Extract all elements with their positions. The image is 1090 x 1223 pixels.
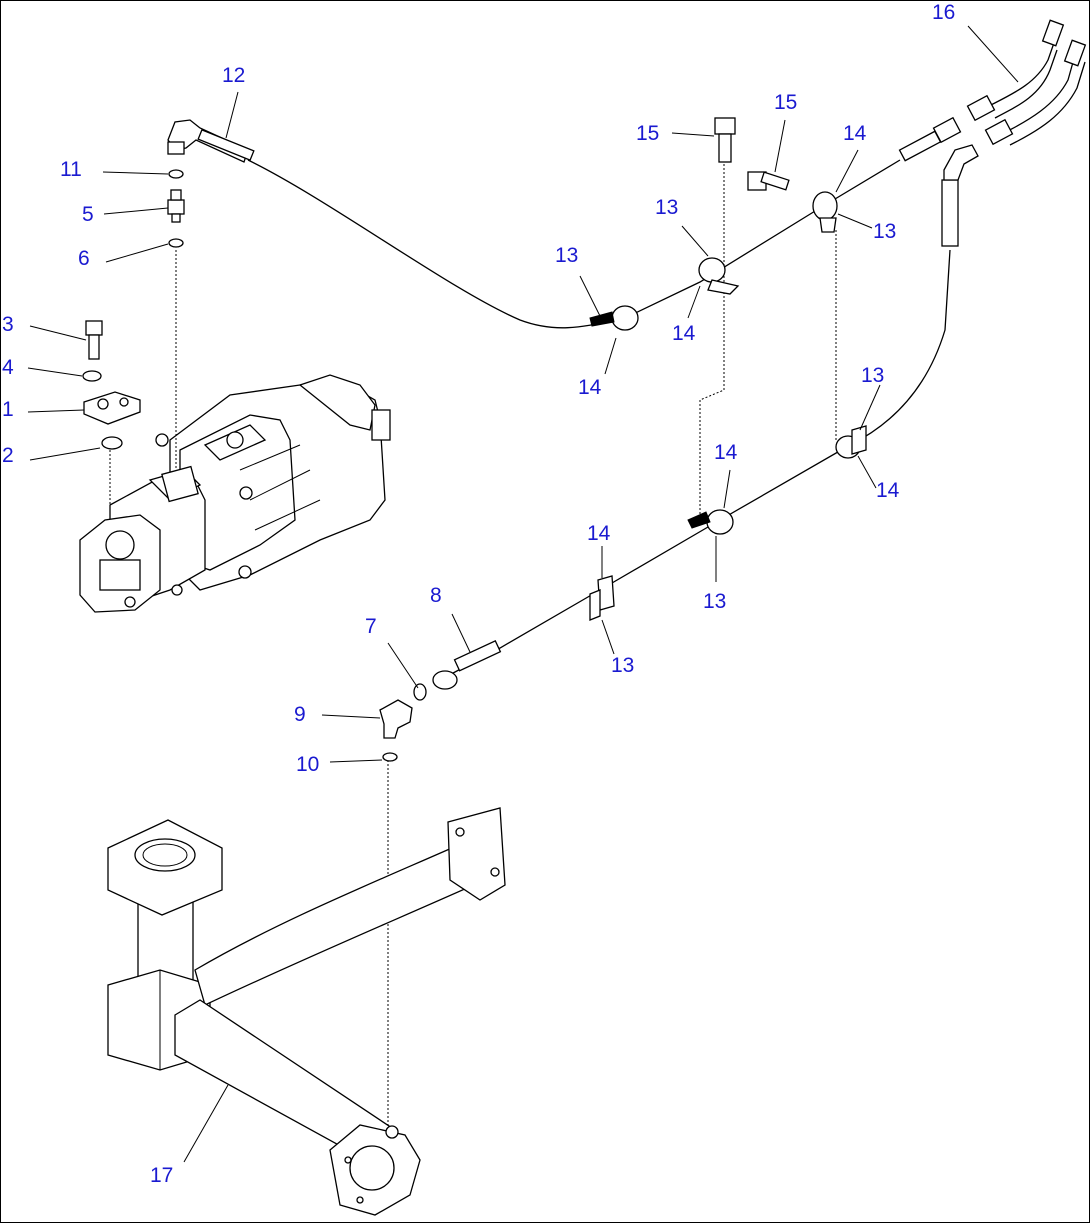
leader-lines <box>27 25 1019 1163</box>
callout-15-a: 15 <box>636 122 659 145</box>
callout-11: 11 <box>60 158 82 181</box>
callout-3: 3 <box>2 313 14 336</box>
lower-tube <box>379 144 979 762</box>
callout-7: 7 <box>365 615 377 638</box>
callout-14-c: 14 <box>578 376 602 399</box>
callout-14-b: 14 <box>672 322 696 345</box>
callout-17: 17 <box>150 1164 173 1187</box>
callout-16: 16 <box>932 1 955 24</box>
callout-12: 12 <box>222 64 245 87</box>
clamp-lower-3 <box>835 425 867 459</box>
hoses-16 <box>966 19 1087 146</box>
callout-10: 10 <box>296 753 319 776</box>
callout-4: 4 <box>2 356 14 379</box>
callout-1: 1 <box>2 398 14 421</box>
hydraulic-pump <box>79 374 391 613</box>
bolt-15-upper <box>714 117 736 163</box>
suction-pipe-17 <box>107 807 506 1216</box>
callout-2: 2 <box>2 444 14 467</box>
upper-tube <box>197 116 962 329</box>
clamps <box>589 117 867 621</box>
callout-8: 8 <box>430 584 442 607</box>
callout-13-e: 13 <box>703 590 726 613</box>
callout-14-d: 14 <box>876 479 900 502</box>
assembly-guide-lines <box>109 160 837 1130</box>
callout-14-a: 14 <box>843 122 867 145</box>
callout-13-c: 13 <box>555 244 578 267</box>
clamp-lower-2 <box>589 575 615 621</box>
callout-13-d: 13 <box>861 364 884 387</box>
callout-9: 9 <box>294 703 306 726</box>
callout-labels: 12 11 5 6 3 4 1 2 15 15 14 13 13 13 14 1… <box>2 1 955 1187</box>
clamp-upper-3 <box>812 191 838 233</box>
clamp-upper-2 <box>698 257 740 295</box>
callout-5: 5 <box>82 203 94 226</box>
clamp-upper-1 <box>589 305 639 331</box>
callout-14-e: 14 <box>714 441 738 464</box>
callout-13-f: 13 <box>611 654 634 677</box>
callout-15-b: 15 <box>774 91 797 114</box>
callout-14-f: 14 <box>587 522 611 545</box>
callout-6: 6 <box>78 247 90 270</box>
bolt-15-side <box>747 171 790 191</box>
clamp-lower-1 <box>687 509 734 535</box>
callout-13-a: 13 <box>873 220 896 243</box>
callout-13-b: 13 <box>655 196 678 219</box>
